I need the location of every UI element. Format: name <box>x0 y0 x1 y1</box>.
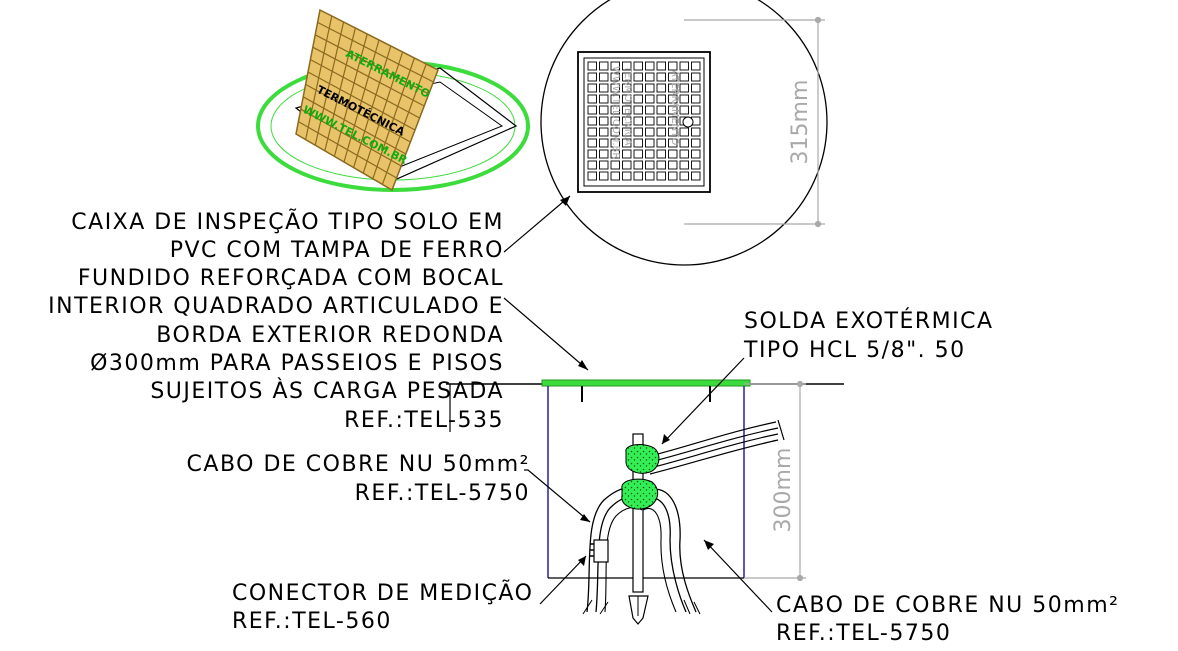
cover-hole <box>682 116 694 128</box>
label-cabo-left: CABO DE COBRE NU 50mm² REF.:TEL-5750 <box>187 452 530 506</box>
outgoing-cable <box>649 419 785 475</box>
cover-plate <box>541 379 751 387</box>
cover-square-inner <box>583 57 705 187</box>
label-solda: SOLDA EXOTÉRMICA TIPO HCL 5/8". 50 <box>743 308 994 363</box>
solda-line-1: SOLDA EXOTÉRMICA <box>744 308 994 334</box>
caixa-line-5: BORDA EXTERIOR REDONDA <box>156 323 504 348</box>
leader-cabo-right <box>703 539 773 613</box>
label-caixa: CAIXA DE INSPEÇÃO TIPO SOLO EM PVC COM T… <box>48 208 504 433</box>
cabo-left-line-1: CABO DE COBRE NU 50mm² <box>187 452 530 477</box>
leader-cabo-left <box>524 469 591 523</box>
cover-square-outer <box>577 51 711 193</box>
grate-panel <box>295 8 439 192</box>
cabo-right-line-2: REF.:TEL-5750 <box>776 621 951 646</box>
dimension-top <box>684 16 825 228</box>
leader-caixa-top <box>503 195 571 253</box>
connector-icon <box>590 539 609 563</box>
ground-rod-icon <box>628 433 649 625</box>
label-cabo-right: CABO DE COBRE NU 50mm² REF.:TEL-5750 <box>776 593 1119 646</box>
caixa-line-8: REF.:TEL-535 <box>344 408 504 433</box>
leader-arrows <box>560 196 714 566</box>
cover-text-1: ATERRAMENTO <box>669 70 680 145</box>
solda-line-2: TIPO HCL 5/8". 50 <box>743 338 966 363</box>
cabo-left-line-2: REF.:TEL-5750 <box>355 481 530 506</box>
conector-line-2: REF.:TEL-560 <box>232 609 392 634</box>
cross-section <box>446 379 844 625</box>
cover-circle <box>540 0 828 266</box>
cover-text-2: TERMOTÉCNICA <box>622 65 635 146</box>
caixa-line-3: FUNDIDO REFORÇADA COM BOCAL <box>78 266 504 291</box>
caixa-line-2: PVC COM TAMPA DE FERRO <box>170 238 504 263</box>
grate-3d-icon: ATERRAMENTO TERMOTÉCNICA WWW.TEL.COM.BR <box>256 8 530 192</box>
caixa-line-7: SUJEITOS ÀS CARGA PESADA <box>150 378 504 404</box>
weld-icon <box>621 444 660 510</box>
caixa-line-6: Ø300mm PARA PASSEIOS E PISOS <box>90 351 504 376</box>
leader-lines <box>449 195 773 613</box>
dimension-bottom-label: 300mm <box>771 448 796 533</box>
label-conector: CONECTOR DE MEDIÇÃO REF.:TEL-560 <box>232 579 533 634</box>
leader-conector <box>539 555 587 605</box>
grate-grid <box>298 15 434 185</box>
cover-top-view-icon: ATERRAMENTO TERMOTÉCNICA WWW.TEL.COM.BR <box>540 0 828 266</box>
dimension-bottom <box>744 380 806 582</box>
caixa-line-1: CAIXA DE INSPEÇÃO TIPO SOLO EM <box>71 208 504 235</box>
dimension-top-label: 315mm <box>788 80 813 165</box>
cabo-right-line-1: CABO DE COBRE NU 50mm² <box>776 593 1119 618</box>
leader-solda <box>661 357 745 445</box>
caixa-line-4: INTERIOR QUADRADO ARTICULADO E <box>48 294 504 319</box>
leader-caixa-box <box>503 297 589 371</box>
conector-line-1: CONECTOR DE MEDIÇÃO <box>232 579 533 606</box>
cover-text-3: WWW.TEL.COM.BR <box>610 66 621 159</box>
